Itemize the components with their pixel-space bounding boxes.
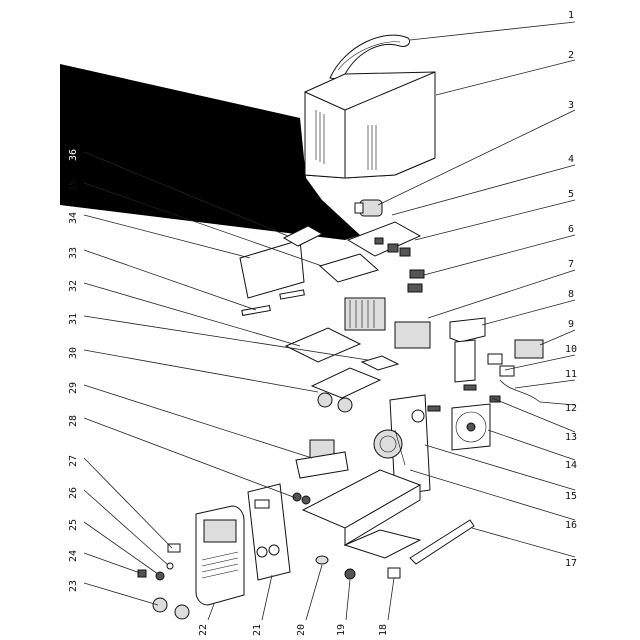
- callout-31: 31: [68, 313, 79, 325]
- part-fan: [451, 403, 491, 451]
- callout-12: 12: [565, 403, 577, 414]
- part-sockets: [152, 597, 190, 620]
- callout-5: 5: [568, 189, 574, 200]
- callout-13: 13: [565, 432, 577, 443]
- callout-23: 23: [68, 580, 79, 592]
- part-front-panel: [247, 483, 291, 581]
- part-small-pcb: [282, 225, 324, 247]
- callout-4: 4: [568, 154, 574, 165]
- black-shadow-region: [60, 64, 360, 240]
- leader-lines: [83, 21, 576, 621]
- callout-2: 2: [568, 50, 574, 61]
- callout-11: 11: [565, 369, 577, 380]
- part-strap: [409, 519, 475, 565]
- callout-34: 34: [68, 212, 79, 224]
- part-side-brackets: [239, 239, 380, 299]
- callout-36: 36: [68, 149, 79, 161]
- callout-24: 24: [68, 550, 79, 562]
- part-knobs: [137, 562, 174, 581]
- callouts-right: 1 2 3 4 5 6 7 8 9 10 11 12 13 14 15 16 1…: [565, 10, 577, 569]
- callout-14: 14: [565, 460, 577, 471]
- callouts-bottom: 18 19 20 21 22: [198, 624, 389, 636]
- callout-3: 3: [568, 100, 574, 111]
- part-transformer: [295, 439, 349, 479]
- part-bar: [241, 289, 305, 316]
- callout-30: 30: [68, 347, 79, 359]
- callout-10: 10: [565, 344, 577, 355]
- callout-7: 7: [568, 259, 574, 270]
- part-cable: [499, 379, 541, 403]
- callout-25: 25: [68, 519, 79, 531]
- callout-20: 20: [296, 624, 307, 636]
- callout-21: 21: [252, 624, 263, 636]
- callout-28: 28: [68, 415, 79, 427]
- part-foot: [315, 555, 329, 565]
- callout-32: 32: [68, 280, 79, 292]
- part-top-cover: [304, 71, 436, 179]
- part-display: [167, 543, 181, 553]
- part-capacitor-board: [310, 367, 382, 413]
- part-frame: [373, 394, 431, 496]
- callout-9: 9: [568, 319, 574, 330]
- callout-8: 8: [568, 289, 574, 300]
- callout-26: 26: [68, 487, 79, 499]
- callout-35: 35: [68, 180, 79, 192]
- callout-29: 29: [68, 382, 79, 394]
- part-power-board: [284, 327, 362, 363]
- callouts-left: 23 24 25 26 27 28 29 30 31 32 33 34 35 3…: [68, 149, 79, 592]
- part-handle: [329, 34, 411, 81]
- callout-15: 15: [565, 491, 577, 502]
- callout-6: 6: [568, 224, 574, 235]
- part-heatsink: [344, 297, 431, 349]
- callout-18: 18: [378, 624, 389, 636]
- part-bracket: [449, 317, 486, 383]
- callout-19: 19: [336, 624, 347, 636]
- part-insulation: [360, 355, 400, 371]
- callout-27: 27: [68, 455, 79, 467]
- part-front-bezel: [195, 505, 245, 606]
- part-base-plate: [301, 469, 422, 580]
- part-bobbin: [354, 199, 383, 217]
- callout-17: 17: [565, 558, 577, 569]
- callout-22: 22: [198, 624, 209, 636]
- part-clip: [387, 567, 401, 579]
- part-control-board: [346, 221, 422, 257]
- callout-33: 33: [68, 247, 79, 259]
- part-binding-posts: [292, 492, 311, 505]
- callout-1: 1: [568, 10, 574, 21]
- callout-16: 16: [565, 520, 577, 531]
- part-connectors: [407, 269, 425, 293]
- part-relay: [487, 339, 544, 377]
